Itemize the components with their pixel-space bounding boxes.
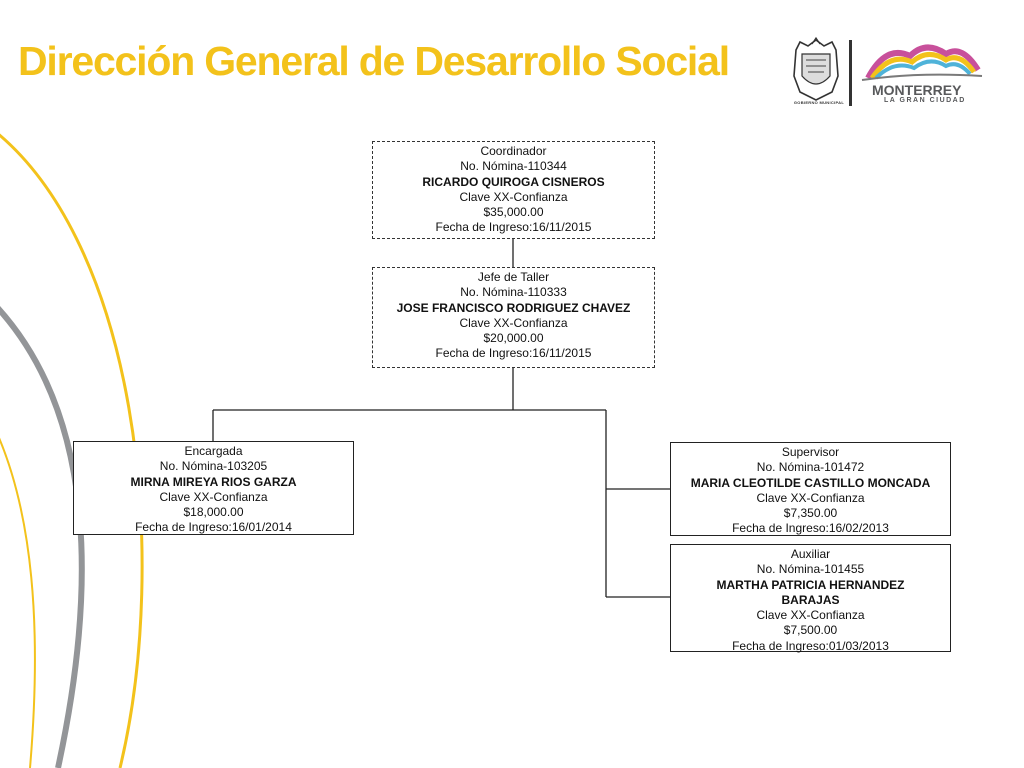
seal-caption: GOBIERNO MUNICIPAL: [793, 100, 845, 105]
node-clave: Clave XX-Confianza: [756, 608, 865, 623]
node-role: Coordinador: [480, 144, 547, 158]
node-nomina: No. Nómina-110344: [460, 159, 567, 174]
node-nomina: No. Nómina-110333: [460, 285, 567, 300]
city-tagline: LA GRAN CIUDAD: [884, 97, 966, 104]
org-node-supervisor: Supervisor No. Nómina-101472 MARIA CLEOT…: [670, 442, 951, 536]
node-role: Encargada: [184, 444, 243, 458]
node-ingreso: Fecha de Ingreso:16/11/2015: [435, 220, 592, 235]
node-ingreso: Fecha de Ingreso:16/02/2013: [732, 521, 889, 536]
yellow-arc-inner: [0, 437, 36, 768]
node-ingreso: Fecha de Ingreso:16/11/2015: [435, 346, 592, 361]
node-salary: $7,350.00: [783, 506, 838, 521]
node-salary: $18,000.00: [183, 505, 244, 520]
node-name: RICARDO QUIROGA CISNEROS: [422, 174, 605, 189]
org-node-auxiliar: Auxiliar No. Nómina-101455 MARTHA PATRIC…: [670, 544, 951, 653]
org-node-jefe-de-taller: Jefe de Taller No. Nómina-110333 JOSE FR…: [372, 267, 655, 368]
node-name: MARTHA PATRICIA HERNANDEZ BARAJAS: [716, 577, 905, 607]
page-title: Dirección General de Desarrollo Social: [18, 38, 730, 84]
city-name: MONTERREY: [872, 82, 962, 98]
node-nomina: No. Nómina-103205: [159, 459, 268, 474]
node-ingreso: Fecha de Ingreso:01/03/2013: [732, 638, 889, 653]
node-name: JOSE FRANCISCO RODRIGUEZ CHAVEZ: [396, 300, 631, 315]
node-name: MARIA CLEOTILDE CASTILLO MONCADA: [690, 475, 931, 490]
municipal-seal-icon: [793, 36, 839, 101]
node-clave: Clave XX-Confianza: [756, 490, 865, 505]
logo-divider: [849, 40, 852, 106]
node-clave: Clave XX-Confianza: [459, 189, 568, 204]
org-node-coordinador: Coordinador No. Nómina-110344 RICARDO QU…: [372, 141, 655, 239]
node-nomina: No. Nómina-101455: [756, 562, 865, 577]
node-salary: $20,000.00: [483, 331, 544, 346]
header-logos: [793, 36, 983, 106]
node-name: MIRNA MIREYA RIOS GARZA: [130, 474, 297, 489]
node-ingreso: Fecha de Ingreso:16/01/2014: [135, 520, 292, 535]
monterrey-logo-icon: [861, 44, 983, 81]
yellow-arc-outer: [0, 133, 144, 768]
node-role: Supervisor: [781, 445, 840, 459]
node-clave: Clave XX-Confianza: [459, 315, 568, 330]
org-node-encargada: Encargada No. Nómina-103205 MIRNA MIREYA…: [73, 441, 354, 535]
node-role: Jefe de Taller: [477, 270, 550, 284]
node-salary: $7,500.00: [783, 623, 838, 638]
node-clave: Clave XX-Confianza: [159, 489, 268, 504]
node-role: Auxiliar: [790, 547, 831, 561]
node-salary: $35,000.00: [483, 205, 544, 220]
node-nomina: No. Nómina-101472: [756, 460, 865, 475]
